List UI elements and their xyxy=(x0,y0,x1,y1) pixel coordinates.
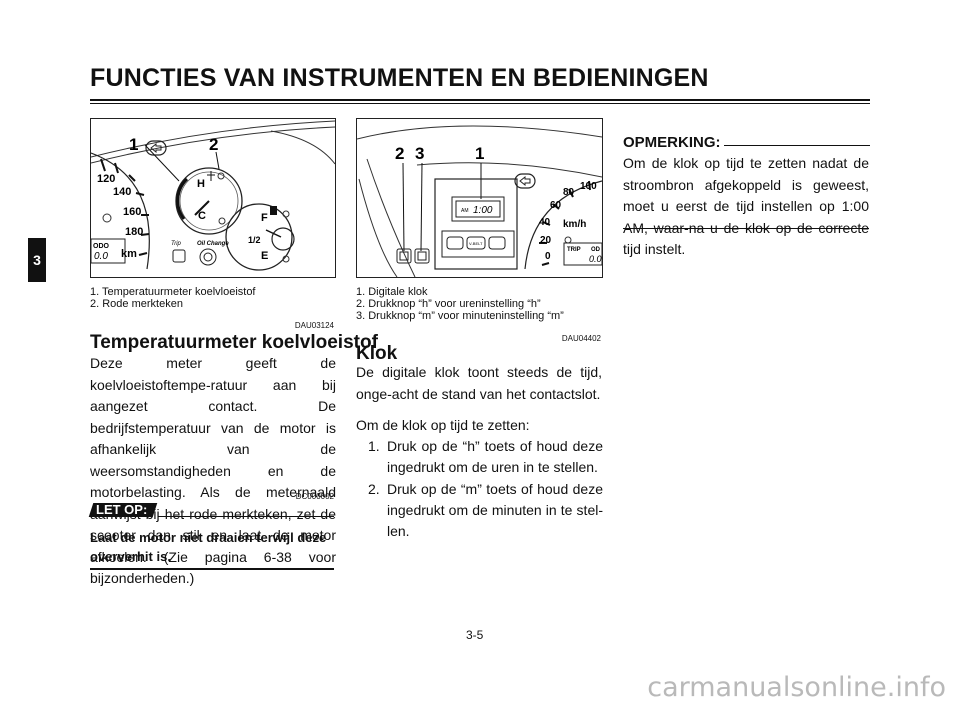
km-label: km xyxy=(121,248,137,260)
notice-code: DC000002 xyxy=(295,492,334,501)
notice-bottom-rule xyxy=(90,568,334,570)
header-rule-thin xyxy=(90,103,870,104)
fuel-empty-label: E xyxy=(261,250,268,262)
speed-unit: km/h xyxy=(563,219,586,230)
oil-warning-icon xyxy=(446,236,464,250)
trip-label: Trip xyxy=(171,241,182,247)
figure2-caption-3: 3. Drukknop “m” voor minuteninstelling “… xyxy=(356,310,564,322)
trip-value: 0.0 xyxy=(589,254,602,264)
gauge-hot-label: H xyxy=(197,178,205,190)
callout-1: 1 xyxy=(475,144,484,163)
speed-label: 0 xyxy=(545,251,551,262)
section-body: Deze meter geeft de koelvloeistoftempe-r… xyxy=(90,355,336,586)
callout-1: 1 xyxy=(129,135,138,154)
step-line: ingedrukt om de minuten in te stel- xyxy=(387,502,603,518)
page-number: 3-5 xyxy=(466,628,484,642)
header-rule xyxy=(90,99,870,101)
odo-label: OD xyxy=(591,247,601,253)
figure-temperature-gauge: 120 140 160 180 1 2 H C F 1/2 E ODO xyxy=(90,118,336,278)
turn-signal-icon xyxy=(514,173,536,189)
callout-2: 2 xyxy=(395,144,404,163)
dashboard-illustration-1: 120 140 160 180 1 2 H C F 1/2 E ODO xyxy=(91,120,335,271)
speed-label: 80 xyxy=(563,187,575,198)
step-number: 1. xyxy=(368,438,380,454)
speed-label: 160 xyxy=(123,206,141,218)
notice-text: Laat de motor niet draaien terwijl deze … xyxy=(90,530,327,564)
callout-2: 2 xyxy=(209,135,218,154)
notice-rule xyxy=(158,516,334,517)
clock-ampm: AM xyxy=(461,208,469,214)
callout-3: 3 xyxy=(415,144,424,163)
step-line: Druk op de “h” toets of houd deze xyxy=(387,438,603,454)
figure1-caption-1: 1. Temperatuurmeter koelvloeistof xyxy=(90,286,256,298)
speed-label: 120 xyxy=(97,173,115,185)
step-line: len. xyxy=(387,523,410,539)
section-heading: Klok xyxy=(356,343,398,364)
section-code: DAU04402 xyxy=(561,334,601,343)
speed-label: 20 xyxy=(540,235,552,246)
fuel-full-label: F xyxy=(261,212,268,224)
section-heading: Temperatuurmeter koelvloeistof xyxy=(90,332,378,353)
page-title: FUNCTIES VAN INSTRUMENTEN EN BEDIENINGEN xyxy=(90,64,709,92)
figure-clock: 2 3 1 AM 1:00 V-BELT 0 20 40 60 80 xyxy=(356,118,603,278)
notice-label: LET OP: xyxy=(96,502,148,517)
speed-label: 40 xyxy=(539,217,551,228)
oil-change-label: Oil Change xyxy=(197,241,229,247)
note-text: Om de klok op tijd te zetten nadat de st… xyxy=(623,155,869,257)
turn-signal-icon xyxy=(145,140,167,156)
section-body: De digitale klok toont steeds de tijd, o… xyxy=(356,364,602,402)
fuel-half-label: 1/2 xyxy=(248,235,261,245)
instructions-intro: Om de klok op tijd te zetten: xyxy=(356,417,530,433)
chapter-tab: 3 xyxy=(28,238,46,282)
headlight-icon xyxy=(488,236,506,250)
step-line: ingedrukt om de uren in te stellen. xyxy=(387,459,598,475)
odo-label: ODO xyxy=(93,243,110,250)
step-line: Druk op de “m” toets of houd deze xyxy=(387,481,603,497)
note-label: OPMERKING: xyxy=(623,134,721,151)
coolant-temperature-icon xyxy=(207,171,215,181)
figure2-caption-2: 2. Drukknop “h” voor ureninstelling “h” xyxy=(356,298,541,310)
hour-button xyxy=(396,248,412,264)
trip-reset-button xyxy=(172,249,186,263)
note-rule xyxy=(724,145,870,146)
figure1-caption-2: 2. Rode merkteken xyxy=(90,298,183,310)
watermark: carmanualsonline.info xyxy=(647,672,946,703)
fuel-pump-icon xyxy=(270,206,277,215)
odo-value: 0.0 xyxy=(94,251,108,262)
note-bottom-rule xyxy=(623,228,869,229)
speed-label: 100 xyxy=(580,181,597,192)
speed-label: 60 xyxy=(550,200,562,211)
speed-label: 140 xyxy=(113,186,131,198)
step-number: 2. xyxy=(368,481,380,497)
minute-button xyxy=(414,248,430,264)
figure2-caption-1: 1. Digitale klok xyxy=(356,286,428,298)
dashboard-illustration-2: 2 3 1 AM 1:00 V-BELT 0 20 40 60 80 xyxy=(357,125,602,277)
section-code: DAU03124 xyxy=(294,321,334,330)
gauge-cold-label: C xyxy=(198,210,206,222)
clock-time: 1:00 xyxy=(473,205,493,216)
trip-label: TRIP xyxy=(567,247,581,253)
vbelt-label: V-BELT xyxy=(469,241,483,246)
speed-label: 180 xyxy=(125,226,143,238)
